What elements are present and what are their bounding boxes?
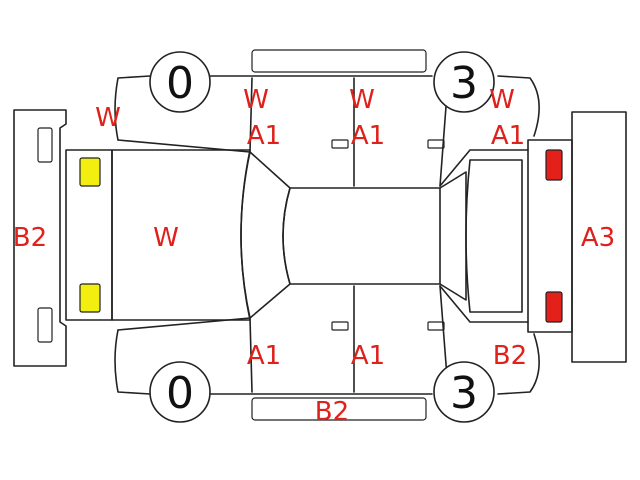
code-rear-bumper: A3 xyxy=(581,223,615,253)
code-top-front-door: W xyxy=(243,85,269,115)
front-bumper-marker-bottom xyxy=(37,307,53,343)
code-top-front-fender: W xyxy=(95,103,121,133)
rear-bumper-shape xyxy=(571,111,627,363)
code-top-rear-door-a: A1 xyxy=(351,121,385,151)
code-top-rear-fender-a: A1 xyxy=(491,121,525,151)
bottom-side-body xyxy=(114,329,540,395)
top-roof-rail xyxy=(251,49,427,73)
code-top-rear-door: W xyxy=(349,85,375,115)
trunk-lid xyxy=(465,159,523,313)
top-side-body xyxy=(114,75,540,141)
wheel-rear-right-value: 3 xyxy=(450,368,478,419)
top-front-fender-line xyxy=(117,139,251,153)
top-rear-door-handle xyxy=(427,139,445,149)
top-front-door-handle xyxy=(331,139,349,149)
code-bottom-rear-door: A1 xyxy=(351,341,385,371)
code-bottom-rear-fender: B2 xyxy=(493,341,527,371)
rear-lamp-bottom xyxy=(545,291,563,323)
wheel-rear-right-circle xyxy=(433,361,495,423)
roof xyxy=(282,187,441,285)
front-lamp-bottom xyxy=(79,283,101,313)
wheel-rear-left-circle xyxy=(433,51,495,113)
code-top-rear-fender: W xyxy=(489,85,515,115)
damage-codes: W W W W A1 A1 A1 B2 W A3 A1 A1 B2 B2 xyxy=(13,85,615,427)
wheel-front-right-value: 0 xyxy=(166,368,194,419)
code-bottom-sill: B2 xyxy=(315,397,349,427)
bottom-front-fender-line xyxy=(117,317,251,331)
code-hood: W xyxy=(153,223,179,253)
rear-lamp-top xyxy=(545,149,563,181)
bottom-rear-door-handle xyxy=(427,321,445,331)
bottom-rear-quarter xyxy=(439,285,529,323)
front-bumper-marker-top xyxy=(37,127,53,163)
rear-window xyxy=(439,171,467,301)
hood-shape xyxy=(111,149,251,321)
wheel-front-left-circle xyxy=(149,51,211,113)
wheel-rear-left-value: 3 xyxy=(450,58,478,109)
top-rear-quarter xyxy=(439,149,529,187)
wheel-front-left-value: 0 xyxy=(166,58,194,109)
bottom-roof-rail xyxy=(251,397,427,421)
code-top-front-door-a: A1 xyxy=(247,121,281,151)
front-lamp-top xyxy=(79,157,101,187)
bottom-front-door-handle xyxy=(331,321,349,331)
code-bottom-front-door: A1 xyxy=(247,341,281,371)
bottom-sill xyxy=(249,285,449,393)
code-front-bumper: B2 xyxy=(13,223,47,253)
wheel-front-right-circle xyxy=(149,361,211,423)
front-bumper-shape xyxy=(13,109,67,367)
